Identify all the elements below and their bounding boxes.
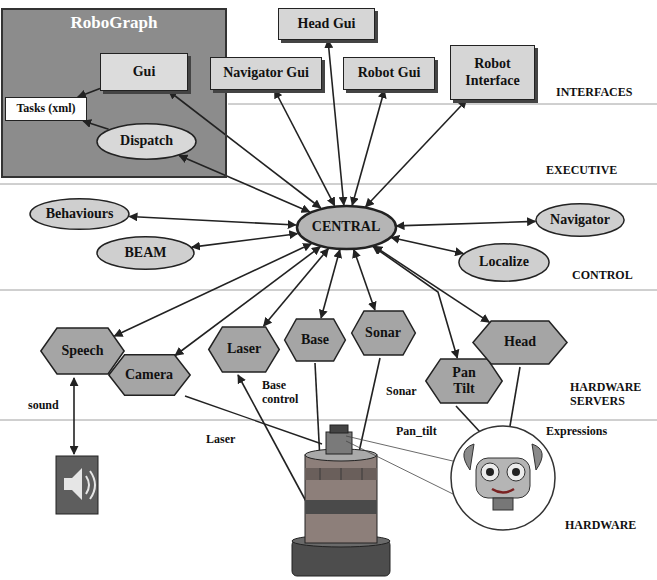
panel-title: RoboGraph — [3, 13, 225, 33]
connector — [354, 250, 375, 310]
interface-box: Robot Interface — [450, 45, 535, 100]
server-hexagon: Camera — [108, 354, 191, 396]
expressions-wire — [510, 367, 520, 426]
shape-outline — [426, 359, 502, 403]
layer-line — [0, 184, 657, 185]
server-hexagon: Speech — [40, 327, 125, 375]
node-label: Base — [301, 332, 329, 348]
node-label: Navigator — [550, 212, 610, 228]
signal-label: sound — [28, 398, 59, 412]
connector — [321, 250, 340, 318]
node-label: Laser — [227, 341, 261, 357]
node-label: Head — [504, 334, 536, 350]
shape-outline — [473, 321, 567, 364]
connector — [396, 221, 535, 226]
node-label: Behaviours — [46, 206, 114, 222]
shape-outline — [41, 328, 124, 374]
node-label: Navigator Gui — [223, 65, 309, 81]
shape-outline — [97, 237, 194, 270]
node-label: Gui — [133, 64, 156, 80]
node-label: Speech — [62, 343, 104, 359]
interface-box: Navigator Gui — [210, 57, 322, 90]
connector — [328, 40, 344, 205]
connector — [391, 238, 463, 254]
connector — [83, 121, 109, 129]
node-label: Sonar — [365, 325, 401, 341]
node-label: Robot Interface — [455, 56, 530, 88]
node-label: Tasks (xml) — [16, 102, 75, 116]
control-ellipse: Navigator — [535, 203, 625, 237]
layer-label: EXECUTIVE — [546, 163, 617, 177]
central-ellipse: CENTRAL — [296, 205, 397, 250]
file-box: Tasks (xml) — [5, 97, 87, 121]
node-label: Pan Tilt — [441, 365, 486, 397]
layer-line — [228, 104, 657, 105]
connector — [129, 217, 295, 226]
signal-label: Laser — [206, 432, 235, 446]
process-ellipse: Dispatch — [96, 123, 197, 160]
connector — [264, 249, 329, 326]
connector — [192, 234, 298, 247]
connector — [366, 100, 467, 207]
module-panel: RoboGraphGuiTasks (xml) Dispatch — [1, 8, 227, 178]
connector — [275, 90, 335, 206]
layer-label: CONTROL — [572, 268, 633, 282]
robot-head-figure — [451, 426, 555, 530]
shape-outline — [536, 204, 624, 237]
control-ellipse: Localize — [458, 243, 550, 282]
server-hexagon: Pan Tilt — [425, 358, 503, 404]
control-ellipse: BEAM — [96, 236, 195, 270]
layer-label: HARDWARE SERVERS — [570, 380, 652, 409]
shape-outline — [97, 124, 196, 160]
pan-tilt-wire — [456, 406, 480, 432]
signal-label: Sonar — [386, 384, 417, 398]
interface-box: Head Gui — [278, 8, 375, 40]
node-label: CENTRAL — [312, 219, 380, 235]
layer-line — [0, 420, 657, 421]
node-label: Camera — [125, 367, 173, 383]
server-hexagon: Base — [284, 318, 346, 362]
control-ellipse: Behaviours — [29, 198, 130, 230]
interface-box: Robot Gui — [343, 57, 435, 90]
sound-wire — [73, 378, 75, 454]
node-label: Robot Gui — [358, 65, 421, 81]
connector — [78, 89, 100, 97]
server-hexagon: Sonar — [351, 310, 416, 356]
connector — [114, 244, 311, 336]
signal-label: Pan_tilt — [396, 424, 437, 438]
layer-label: INTERFACES — [556, 85, 632, 99]
shape-outline — [351, 311, 415, 355]
speaker-icon — [56, 456, 98, 514]
panel-fill — [1, 8, 227, 178]
gui-box: Gui — [100, 53, 188, 91]
shape-outline — [459, 244, 549, 281]
node-label: Dispatch — [120, 133, 173, 149]
shape-outline — [30, 199, 129, 230]
robot-figure — [292, 425, 390, 576]
shape-outline — [285, 319, 346, 361]
server-hexagon: Laser — [208, 326, 280, 373]
connector — [352, 90, 384, 205]
node-label: Localize — [479, 254, 529, 270]
node-label: Head Gui — [298, 16, 356, 32]
signal-label: Base control — [262, 378, 310, 407]
shape-outline — [108, 355, 189, 395]
connector — [179, 156, 310, 212]
server-hexagon: Head — [472, 320, 568, 365]
leader-line — [346, 441, 455, 495]
shape-outline — [209, 327, 280, 372]
signal-label: Expressions — [546, 424, 607, 438]
shape-outline — [297, 206, 396, 249]
layer-label: HARDWARE — [565, 518, 636, 532]
node-label: BEAM — [125, 245, 167, 261]
